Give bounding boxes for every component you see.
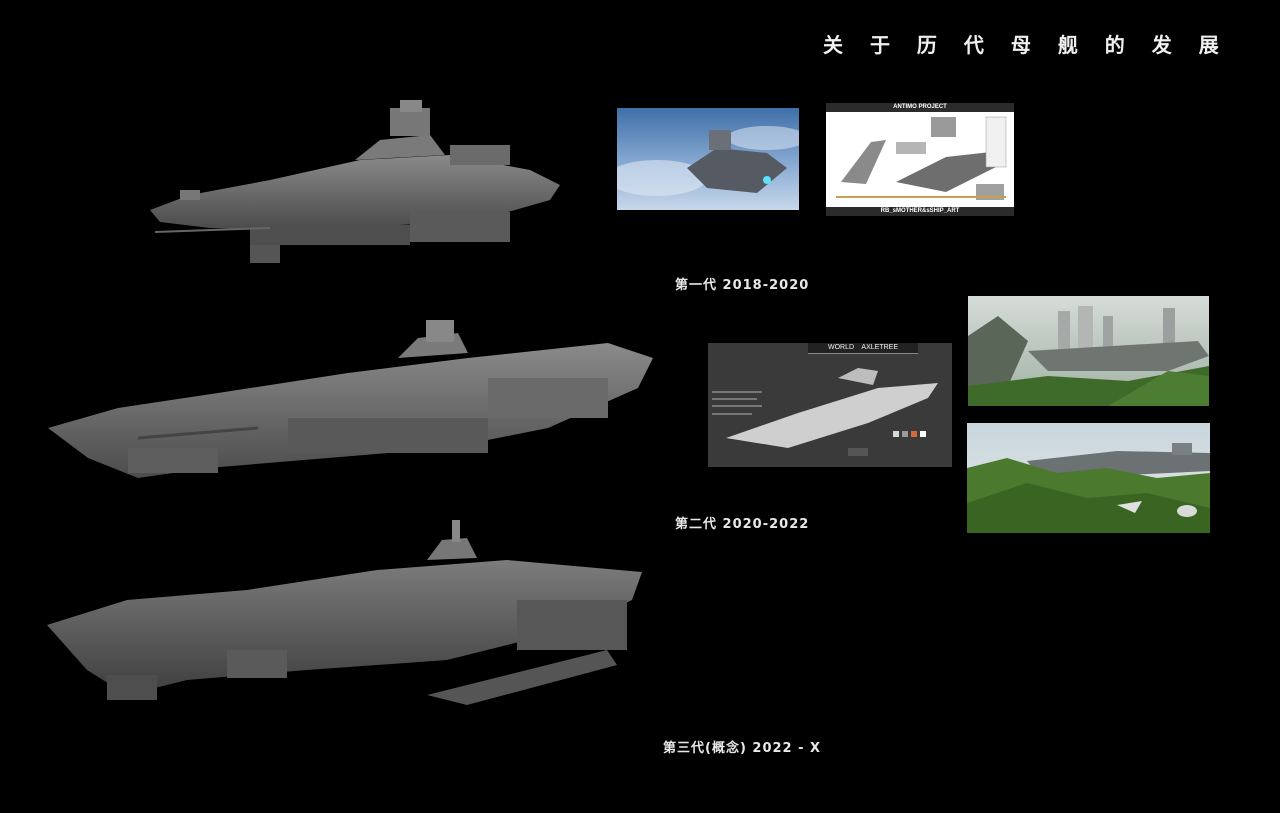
page-title: 关 于 历 代 母 舰 的 发 展 bbox=[823, 33, 1229, 57]
gen2-valley-landscape-thumbnail[interactable] bbox=[967, 423, 1210, 533]
gen2-city-landscape-thumbnail[interactable] bbox=[968, 296, 1209, 406]
gen1-concept-sheet-thumbnail[interactable]: ANTIMO PROJECT RB_sMOTHER&sSHIP_ART bbox=[826, 103, 1014, 216]
gen2-sheet-header: WORLD AXLETREE bbox=[827, 344, 899, 351]
gen2-ship-model bbox=[48, 318, 658, 488]
gen1-caption: 第一代 2018-2020 bbox=[675, 278, 810, 293]
gen2-caption: 第二代 2020-2022 bbox=[675, 517, 810, 532]
gen1-sheet-footer: RB_sMOTHER&sSHIP_ART bbox=[880, 208, 960, 214]
gen3-caption: 第三代(概念) 2022 - X bbox=[663, 741, 822, 756]
gen2-concept-sheet-thumbnail[interactable]: WORLD AXLETREE bbox=[708, 343, 952, 467]
gen1-sheet-header: ANTIMO PROJECT bbox=[893, 104, 947, 110]
gen1-ship-model bbox=[150, 100, 565, 265]
gen1-sky-render-thumbnail[interactable] bbox=[617, 108, 799, 210]
gen3-ship-model bbox=[47, 520, 647, 715]
